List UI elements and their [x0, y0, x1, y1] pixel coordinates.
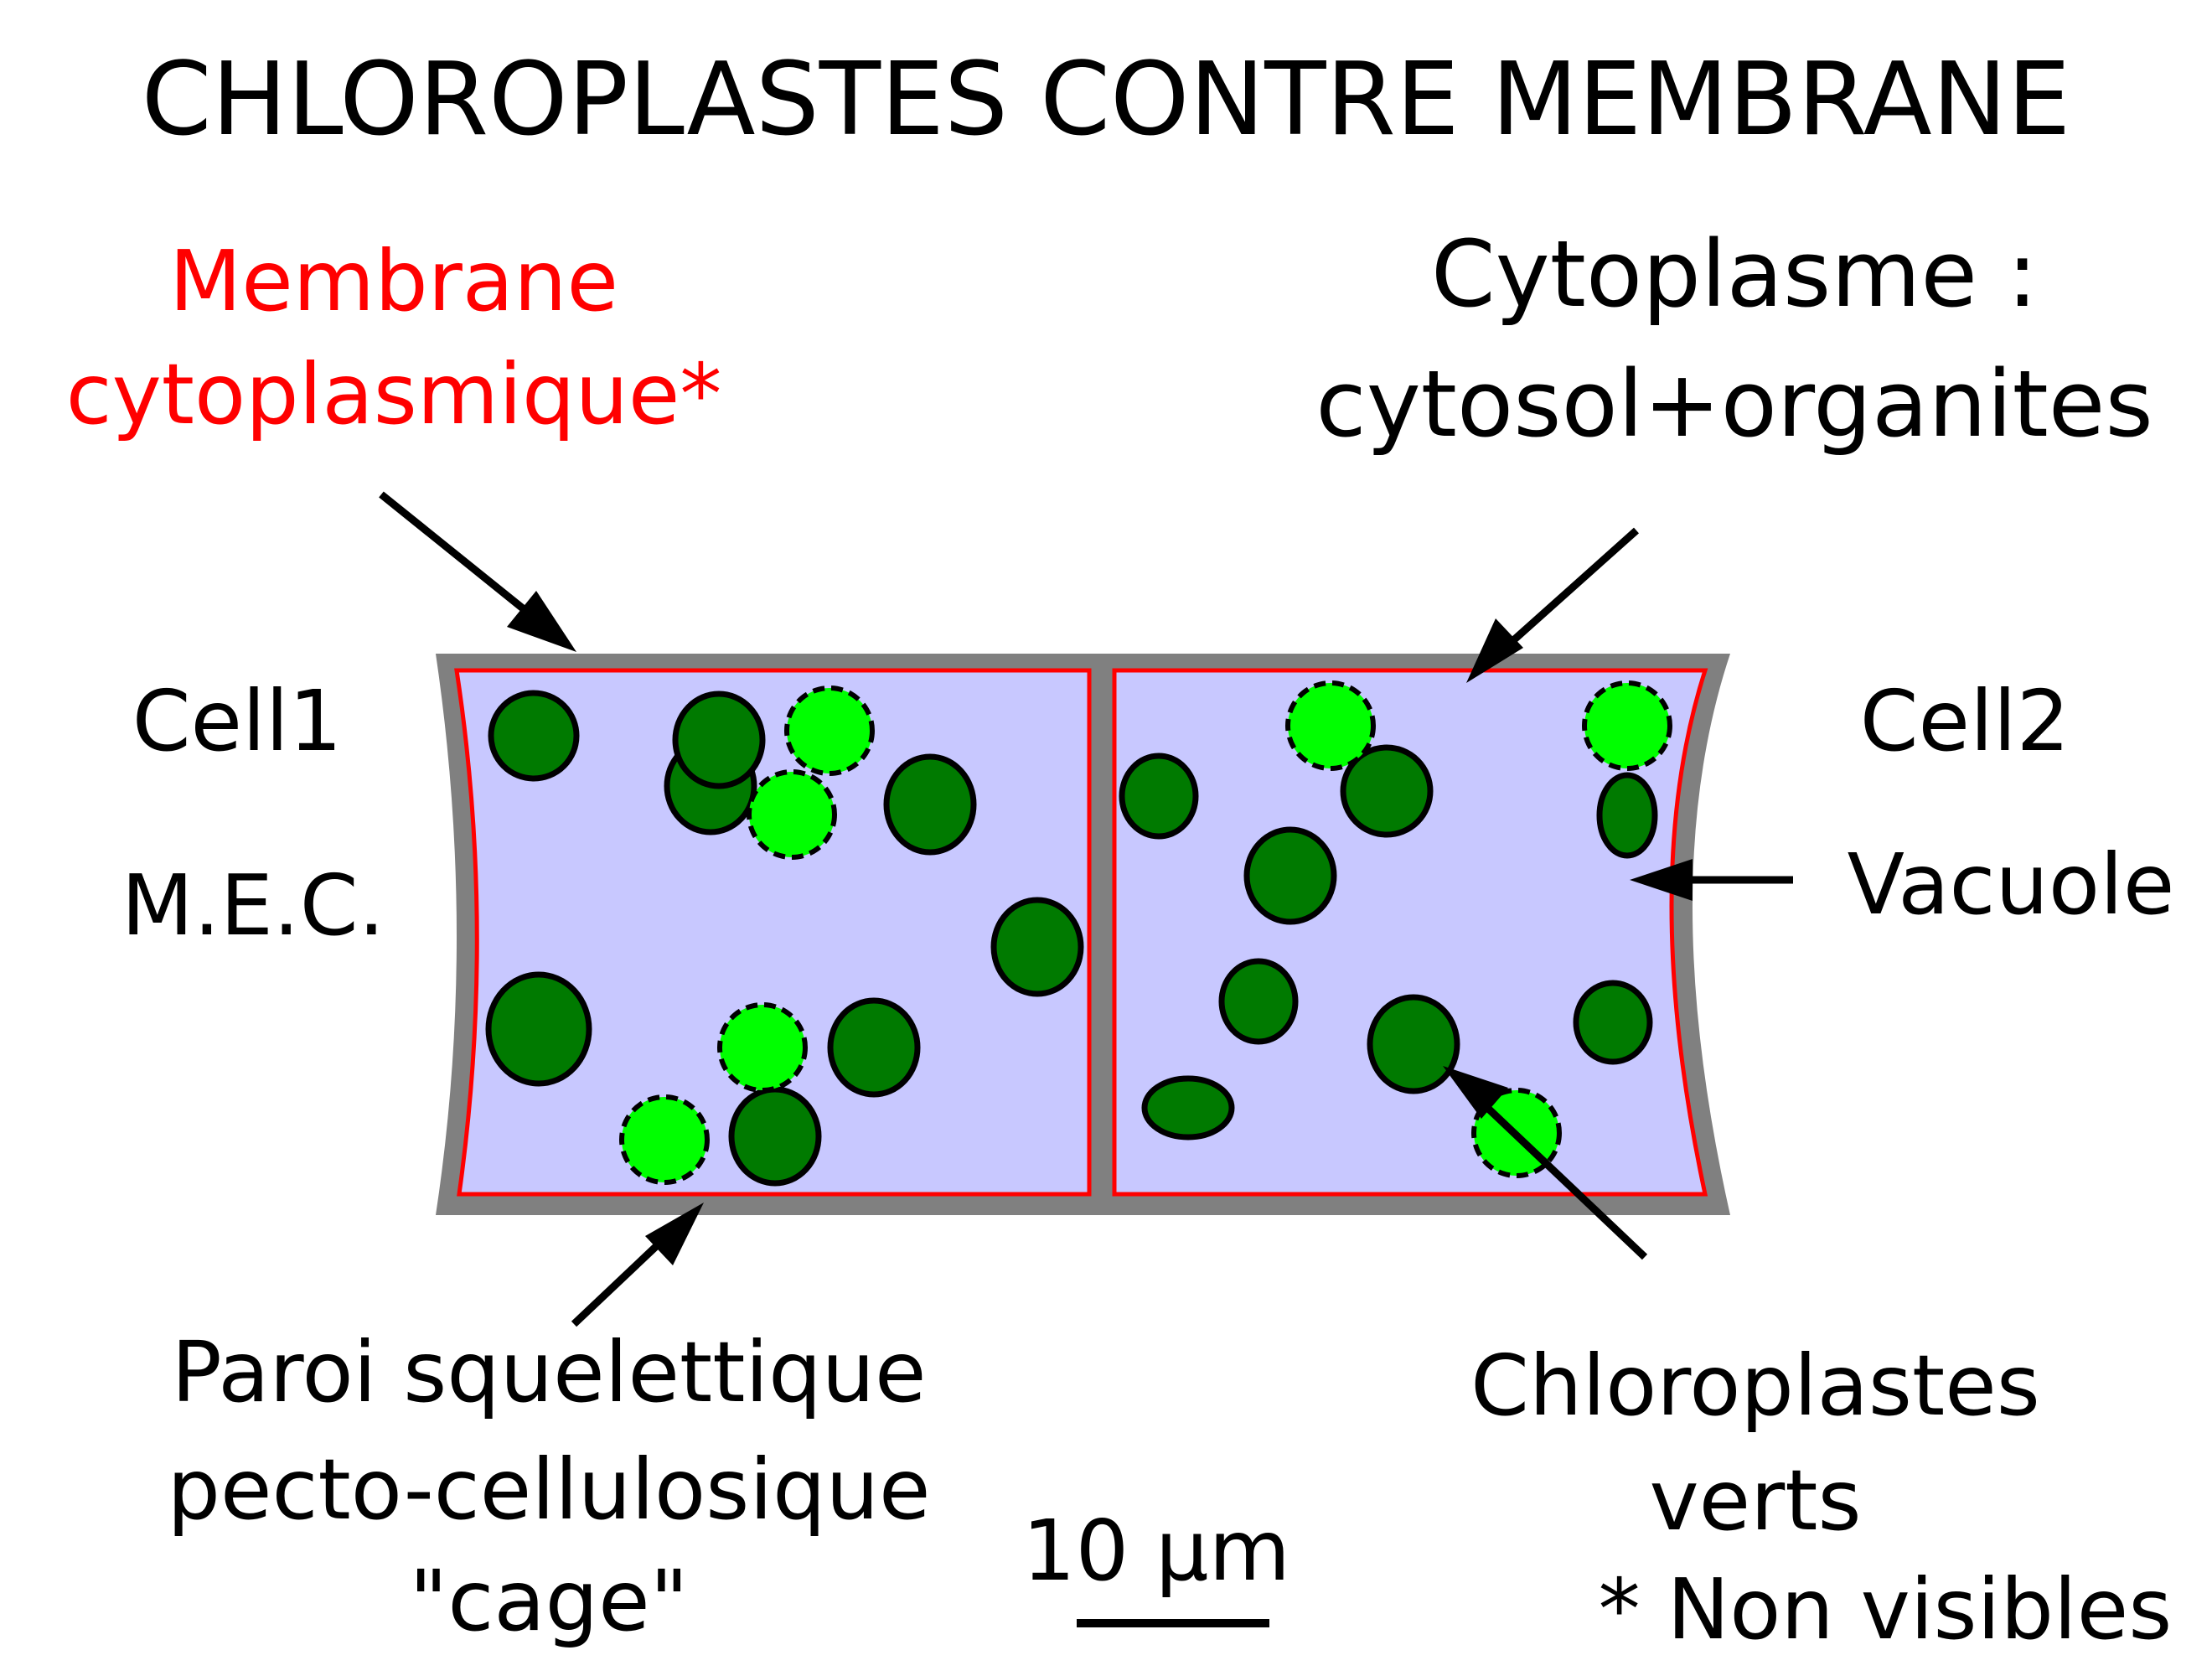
chloroplast	[1573, 980, 1653, 1065]
membrane-arrowhead	[507, 591, 576, 652]
membrane-label-line2: cytoplasmique*	[66, 345, 722, 443]
arrowheads	[507, 591, 1693, 1265]
chloroplast-light	[1285, 680, 1376, 771]
chloroplast-light	[619, 1094, 710, 1185]
chloroplastes-label-line2: verts	[1649, 1451, 1861, 1549]
diagram-title: CHLOROPLASTES CONTRE MEMBRANE	[142, 42, 2071, 158]
chloroplastes-label-line1: Chloroplastes	[1470, 1337, 2040, 1435]
membrane-label-line1: Membrane	[169, 232, 618, 330]
chloroplast-light	[1582, 680, 1672, 771]
chloroplast-light	[717, 1002, 808, 1093]
cell2-label: Cell2	[1860, 672, 2070, 770]
cytoplasme-label-line1: Cytoplasme :	[1431, 220, 2038, 328]
chloroplast	[1367, 994, 1460, 1094]
cell1-chloroplasts	[485, 690, 1084, 1187]
non-visibles-note: * Non visibles	[1599, 1560, 2173, 1658]
cell1-light-chloroplasts	[619, 685, 875, 1185]
chloroplast	[672, 691, 766, 789]
vacuole-arrowhead	[1630, 859, 1693, 901]
mec-label: M.E.C.	[121, 856, 385, 954]
cell2-chloroplasts	[1119, 744, 1658, 1141]
paroi-arrowhead	[645, 1203, 704, 1265]
cell2-vacuole	[1112, 668, 1708, 1197]
chloroplast	[883, 753, 977, 856]
cytoplasme-arrowhead	[1466, 618, 1523, 683]
chloroplast	[1141, 1075, 1235, 1141]
cytoplasme-label-line2: cytosol+organites	[1315, 350, 2153, 458]
paroi-label-line3: "cage"	[409, 1552, 688, 1650]
paroi-label-line2: pecto-cellulosique	[168, 1441, 931, 1539]
chloroplast-arrow	[1463, 1084, 1648, 1260]
chloroplast	[728, 1086, 822, 1187]
vacuole-label: Vacuole	[1848, 835, 2175, 934]
chloroplast	[488, 690, 580, 782]
chloroplast	[1243, 826, 1337, 925]
chloroplast-arrowhead	[1443, 1066, 1508, 1119]
chloroplast-light	[784, 685, 875, 776]
chloroplast	[990, 897, 1084, 997]
chloroplast	[1340, 744, 1434, 838]
chloroplast	[1218, 958, 1299, 1045]
chloroplast	[827, 997, 921, 1098]
chloroplast	[1119, 753, 1199, 840]
chloroplast-light	[747, 769, 837, 860]
cell1-label: Cell1	[132, 672, 343, 770]
chloroplast	[485, 971, 592, 1087]
chloroplast	[1596, 772, 1658, 859]
scale-label: 10 µm	[1022, 1502, 1290, 1600]
paroi-label-line1: Paroi squelettique	[171, 1323, 926, 1421]
